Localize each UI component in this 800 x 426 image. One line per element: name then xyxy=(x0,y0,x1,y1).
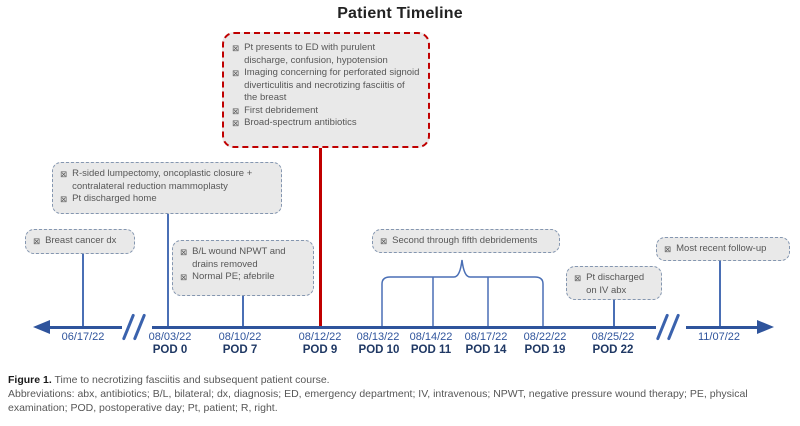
pod-label: POD 11 xyxy=(410,344,452,356)
event-item: ⊠ Breast cancer dx xyxy=(33,235,127,248)
event-box-ed: ⊠ Pt presents to ED with purulent discha… xyxy=(222,32,430,148)
event-item: ⊠ Pt discharged on IV abx xyxy=(574,272,654,297)
bullet-icon: ⊠ xyxy=(33,236,41,246)
bullet-icon: ⊠ xyxy=(232,118,240,129)
bullet-icon: ⊠ xyxy=(574,273,582,283)
event-item: ⊠ Pt discharged home xyxy=(60,193,274,206)
event-box-surgery: ⊠ R-sided lumpectomy, oncoplastic closur… xyxy=(52,162,282,214)
bullet-icon: ⊠ xyxy=(180,247,188,257)
pod-label: POD 10 xyxy=(358,344,400,356)
arrow-left-icon xyxy=(33,320,50,334)
caption-title-text: Time to necrotizing fasciitis and subseq… xyxy=(51,374,330,386)
event-item: ⊠ First debridement xyxy=(232,105,420,118)
event-box-debridements: ⊠ Second through fifth debridements xyxy=(372,229,560,253)
date-label: 08/12/22 xyxy=(298,331,342,343)
connector-line-surgery xyxy=(167,214,169,327)
event-box-discharge: ⊠ Pt discharged on IV abx xyxy=(566,266,662,300)
bullet-icon: ⊠ xyxy=(232,68,240,79)
event-text: Pt presents to ED with purulent discharg… xyxy=(244,42,388,66)
figure-title: Patient Timeline xyxy=(337,5,463,22)
event-box-diagnosis: ⊠ Breast cancer dx xyxy=(25,229,135,254)
event-text: Pt discharged home xyxy=(72,193,157,205)
event-item: ⊠ Pt presents to ED with purulent discha… xyxy=(232,42,420,67)
bullet-icon: ⊠ xyxy=(180,272,188,283)
timeline-axis xyxy=(48,326,762,329)
arrow-right-icon xyxy=(757,320,774,334)
caption-line: Figure 1. Time to necrotizing fasciitis … xyxy=(8,373,790,387)
bullet-icon: ⊠ xyxy=(60,169,68,179)
connector-line-discharge xyxy=(613,300,615,327)
event-item: ⊠ R-sided lumpectomy, oncoplastic closur… xyxy=(60,168,274,193)
date-label: 08/14/22 xyxy=(409,331,453,343)
event-text: Broad-spectrum antibiotics xyxy=(244,117,357,129)
figure-number-label: Figure 1. xyxy=(8,374,52,386)
pod-label: POD 9 xyxy=(302,344,338,356)
pod-label: POD 0 xyxy=(152,344,188,356)
event-item: ⊠ Broad-spectrum antibiotics xyxy=(232,117,420,130)
event-text: R-sided lumpectomy, oncoplastic closure … xyxy=(72,168,253,192)
bullet-icon: ⊠ xyxy=(60,194,68,205)
event-item: ⊠ B/L wound NPWT and drains removed xyxy=(180,246,306,271)
date-label: 08/22/22 xyxy=(523,331,567,343)
event-box-npwt: ⊠ B/L wound NPWT and drains removed ⊠ No… xyxy=(172,240,314,296)
figure-caption: Figure 1. Time to necrotizing fasciitis … xyxy=(8,373,790,415)
event-text: Imaging concerning for perforated signoi… xyxy=(244,67,420,104)
pod-label: POD 14 xyxy=(465,344,507,356)
red-alert-line xyxy=(319,148,322,328)
bullet-icon: ⊠ xyxy=(664,244,672,254)
event-item: ⊠ Second through fifth debridements xyxy=(380,235,552,248)
connector-line-npwt xyxy=(242,296,244,327)
pod-label: POD 19 xyxy=(524,344,566,356)
caption-abbreviations: Abbreviations: abx, antibiotics; B/L, bi… xyxy=(8,388,748,414)
bullet-icon: ⊠ xyxy=(232,43,240,53)
event-text: Breast cancer dx xyxy=(45,235,117,246)
event-text: Pt discharged on IV abx xyxy=(586,272,645,296)
event-text: First debridement xyxy=(244,104,319,116)
event-item: ⊠ Imaging concerning for perforated sign… xyxy=(232,67,420,105)
connector-line-diagnosis xyxy=(82,254,84,327)
date-label: 08/03/22 xyxy=(148,331,192,343)
pod-label: POD 7 xyxy=(222,344,258,356)
date-label: 08/17/22 xyxy=(464,331,508,343)
bullet-icon: ⊠ xyxy=(232,105,240,116)
event-box-followup: ⊠ Most recent follow-up xyxy=(656,237,790,261)
event-text: B/L wound NPWT and drains removed xyxy=(192,246,286,270)
pod-label: POD 22 xyxy=(592,344,634,356)
event-text: Second through fifth debridements xyxy=(392,235,538,246)
event-item: ⊠ Most recent follow-up xyxy=(664,243,782,256)
event-text: Normal PE; afebrile xyxy=(192,271,275,283)
bullet-icon: ⊠ xyxy=(380,236,388,246)
date-label: 08/25/22 xyxy=(591,331,635,343)
connector-line-followup xyxy=(719,261,721,327)
date-label: 08/13/22 xyxy=(356,331,400,343)
date-label: 08/10/22 xyxy=(218,331,262,343)
event-text: Most recent follow-up xyxy=(676,243,767,254)
brace-connector xyxy=(381,259,544,328)
date-label: 11/07/22 xyxy=(697,331,741,343)
date-label: 06/17/22 xyxy=(61,331,105,343)
event-item: ⊠ Normal PE; afebrile xyxy=(180,271,306,284)
